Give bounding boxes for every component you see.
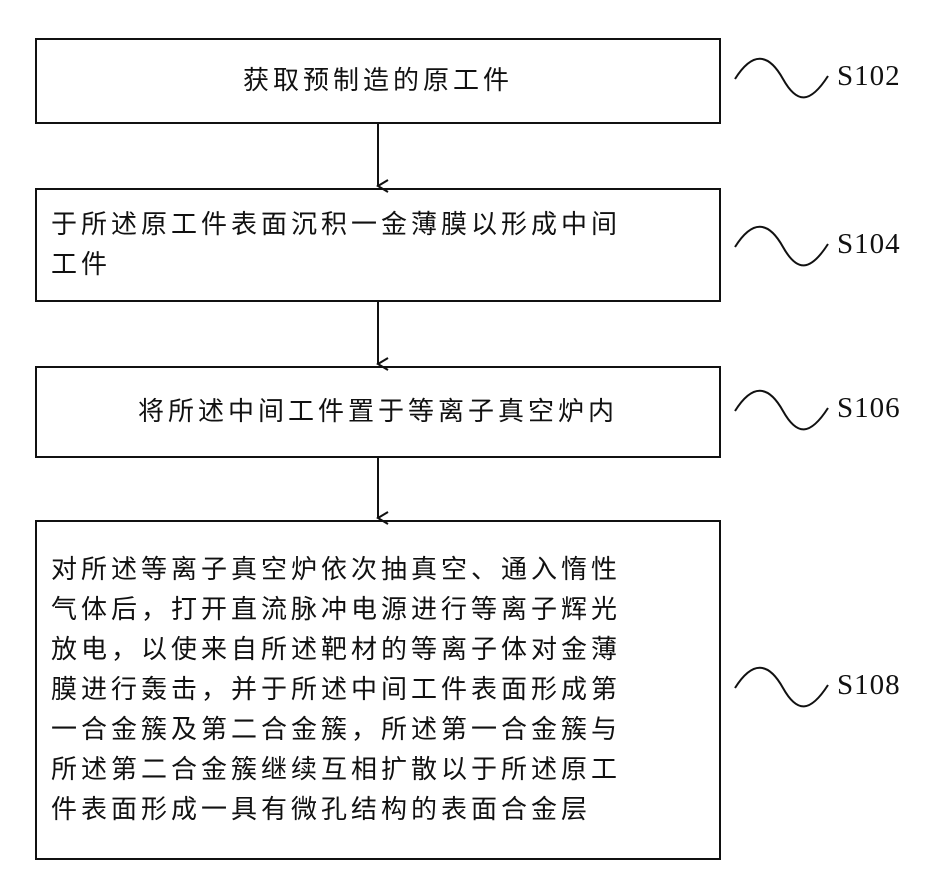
wave-leader-s108 (735, 668, 828, 707)
wave-leader-s104 (735, 227, 828, 266)
step-label-s104: S104 (837, 228, 901, 261)
step-label-s108: S108 (837, 669, 901, 702)
wave-leader-s106 (735, 391, 828, 430)
wave-leader-s102 (735, 59, 828, 98)
step-label-s102: S102 (837, 60, 901, 93)
step-label-s106: S106 (837, 392, 901, 425)
